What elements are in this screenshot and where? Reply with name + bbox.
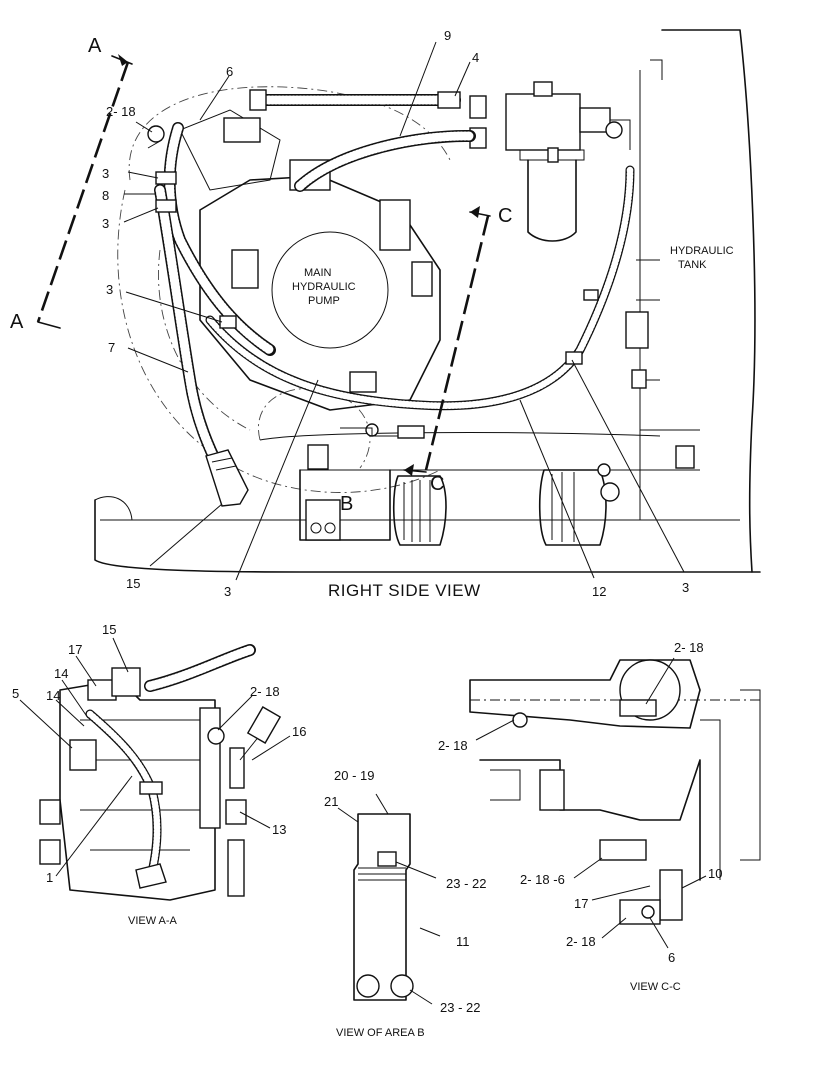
b-callout-23-22a: 23 - 22 [446,876,486,891]
view-b-bracket [337,793,441,1005]
pump-label-line3: PUMP [308,295,340,307]
callout-3c: 3 [106,282,113,297]
section-c-bottom: C [430,473,444,495]
aa-callout-16: 16 [292,724,306,739]
cc-callout-2-18a: 2- 18 [674,640,704,655]
pump-label-line2: HYDRAULIC [292,281,356,293]
aa-callout-17: 17 [68,642,82,657]
cc-callout-17: 17 [574,896,588,911]
cc-callout-2-18-6: 2- 18 -6 [520,872,565,887]
view-b-labels: 20 - 19 21 23 - 22 11 23 - 22 VIEW OF AR… [324,768,486,1039]
aa-callout-13: 13 [272,822,286,837]
aa-callout-1: 1 [46,870,53,885]
callout-leaders-main [123,41,685,581]
hose-line-12 [205,165,635,411]
view-aa-hose-1 [85,709,167,889]
section-line-c-c [403,206,491,476]
view-aa-caption: VIEW A-A [128,915,178,927]
aa-callout-2-18: 2- 18 [250,684,280,699]
callout-6: 6 [226,64,233,79]
cc-callout-2-18b: 2- 18 [438,738,468,753]
view-aa-drawing [39,667,282,901]
hose-line-9 [294,129,476,192]
callout-3b: 3 [102,216,109,231]
machine-structure [94,29,761,573]
view-aa-labels: 15 17 14 5 14 2- 18 16 13 1 VIEW A-A [12,622,306,927]
callout-8: 8 [102,188,109,203]
view-cc-drawing [469,659,761,925]
callout-2-18: 2- 18 [106,104,136,119]
view-cc-caption: VIEW C-C [630,981,681,993]
area-b-letter: B [340,493,353,515]
view-cc-labels: 2- 18 2- 18 2- 18 -6 10 17 2- 18 6 VIEW … [438,640,722,993]
section-a-bottom: A [10,311,24,333]
cc-callout-10: 10 [708,866,722,881]
callout-9: 9 [444,28,451,43]
callout-3a: 3 [102,166,109,181]
section-c-top: C [498,205,512,227]
view-aa-hose-15 [144,644,256,692]
hose-line-7 [154,184,226,476]
tank-label-line1: HYDRAULIC [670,245,734,257]
main-view-labels: 9 4 6 2- 18 3 8 3 3 7 15 3 12 3 A A C C … [10,28,734,600]
b-callout-23-22b: 23 - 22 [440,1000,480,1015]
callout-3d: 3 [224,584,231,599]
callout-3e: 3 [682,580,689,595]
main-view-title: RIGHT SIDE VIEW [328,581,481,600]
view-cc-leaders [475,657,707,949]
callout-15: 15 [126,576,140,591]
hose-line-3 [163,122,276,356]
aa-callout-15: 15 [102,622,116,637]
aa-callout-14b: 14 [46,688,60,703]
callout-4: 4 [472,50,479,65]
b-callout-20-19: 20 - 19 [334,768,374,783]
tank-label-line2: TANK [678,259,707,271]
b-callout-11: 11 [456,934,470,949]
cc-callout-2-18c: 2- 18 [566,934,596,949]
aa-callout-5: 5 [12,686,19,701]
callout-7: 7 [108,340,115,355]
section-a-top: A [88,35,102,57]
view-b-caption: VIEW OF AREA B [336,1027,425,1039]
callout-12: 12 [592,584,606,599]
view-aa-leaders [19,637,291,877]
aa-callout-14a: 14 [54,666,68,681]
hose-clamps [147,89,599,365]
section-line-a-a [36,54,133,329]
hose-elbow-15 [205,449,249,507]
b-callout-21: 21 [324,794,338,809]
pump-label-line1: MAIN [304,267,332,279]
cc-callout-6: 6 [668,950,675,965]
